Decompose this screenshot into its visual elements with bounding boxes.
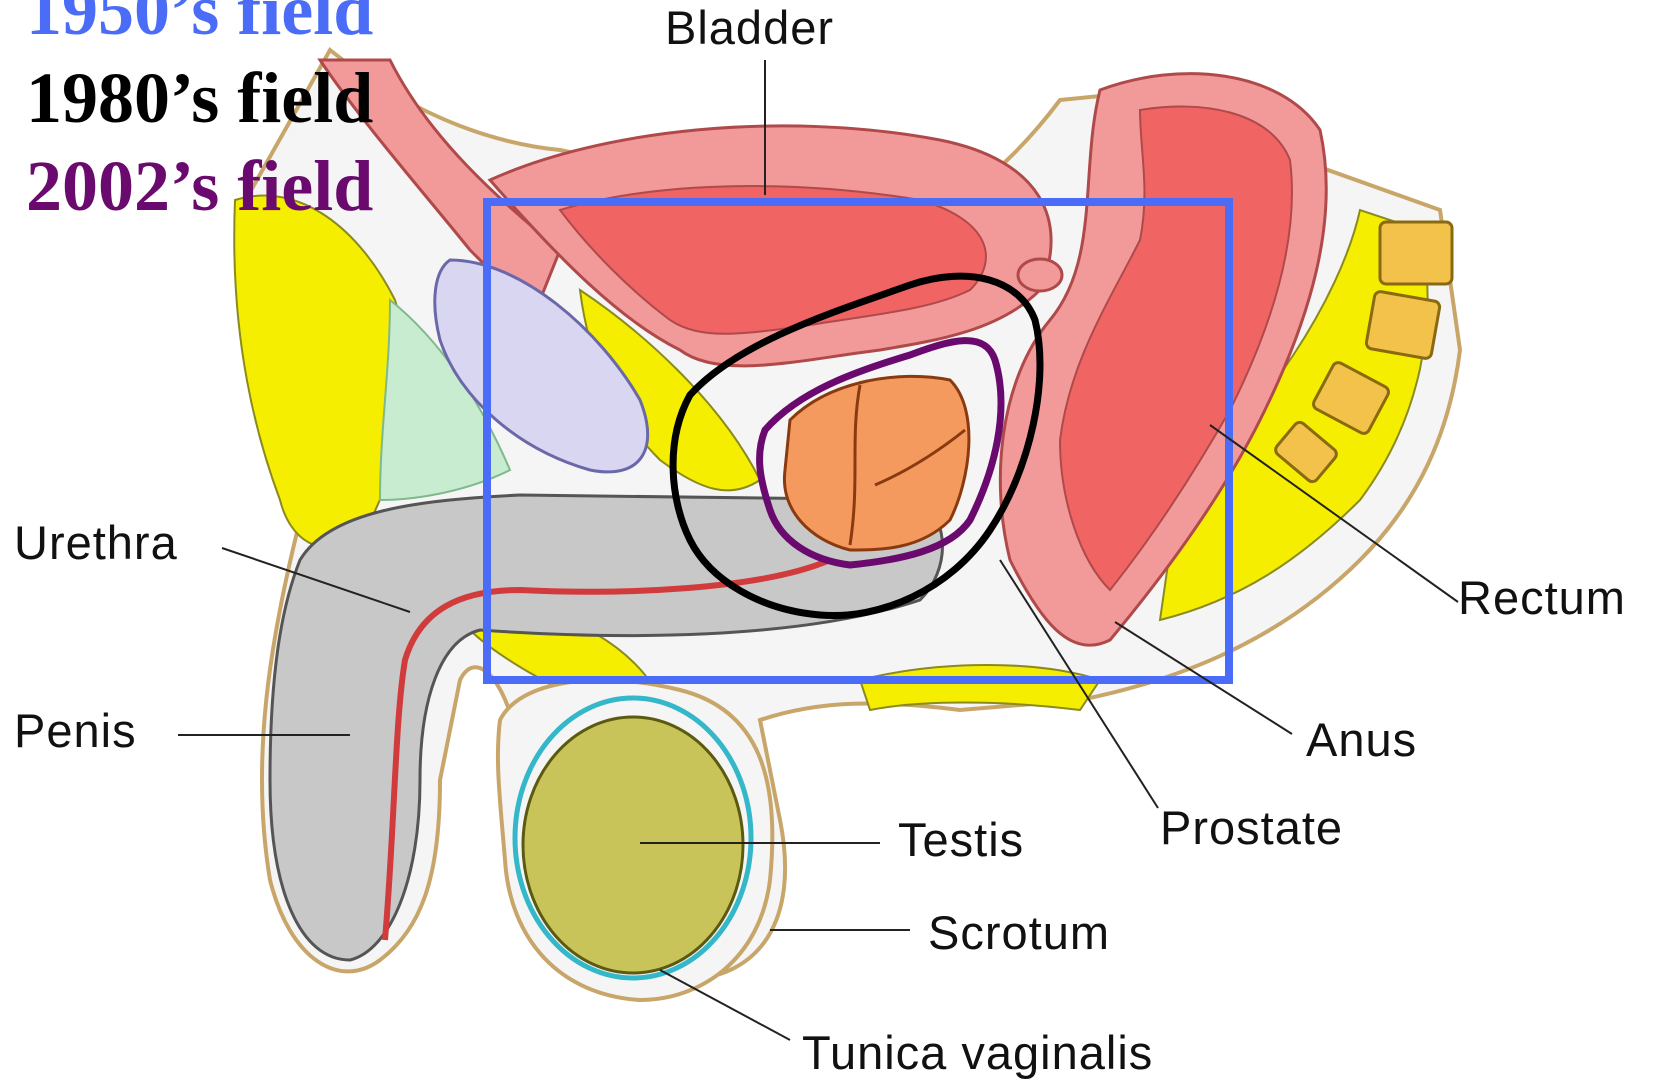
label-penis: Penis [14, 703, 137, 758]
label-anus: Anus [1306, 712, 1417, 767]
label-rectum: Rectum [1458, 570, 1626, 625]
legend-1980-field: 1980’s field [26, 54, 373, 142]
vertebra-2 [1365, 291, 1440, 360]
vertebra-1 [1380, 222, 1452, 284]
legend-1950-field: 1950’s field [26, 0, 373, 54]
label-testis: Testis [898, 812, 1024, 867]
legend-2002-field: 2002’s field [26, 142, 373, 230]
testis-organ [523, 717, 743, 973]
seminal-vesicle [1018, 259, 1062, 291]
prostate-gland [784, 376, 968, 550]
label-prostate: Prostate [1160, 800, 1343, 855]
tunica-leader [660, 970, 790, 1040]
label-urethra: Urethra [14, 515, 178, 570]
field-legend: 1950’s field 1980’s field 2002’s field [26, 0, 373, 230]
label-bladder: Bladder [665, 0, 834, 55]
label-tunica-vaginalis: Tunica vaginalis [802, 1025, 1153, 1080]
fat-perineal [860, 665, 1100, 710]
label-scrotum: Scrotum [928, 905, 1110, 960]
